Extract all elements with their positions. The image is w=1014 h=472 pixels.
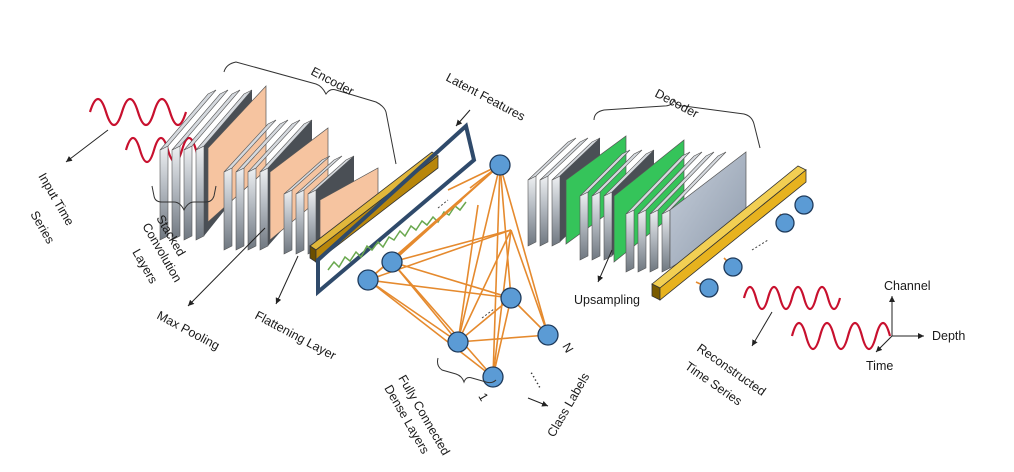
dense-node	[357, 269, 379, 291]
decoder-node	[794, 195, 814, 215]
decoder-label: Decoder	[653, 86, 701, 121]
axes-indicator	[875, 296, 924, 353]
decoder-conv-stack-3	[625, 151, 727, 273]
class-labels-label: Class Labels	[544, 371, 592, 440]
output-waves	[742, 285, 892, 351]
latent-features-label: Latent Features	[444, 70, 528, 123]
dense-nodes	[357, 154, 559, 388]
max-pooling-arrow	[187, 227, 266, 307]
dense-node	[482, 366, 504, 388]
flattening-arrow	[275, 255, 299, 305]
encoder-label: Encoder	[309, 64, 357, 98]
encoder-layers	[159, 85, 379, 255]
dense-node	[489, 154, 511, 176]
dense-brace	[437, 357, 497, 384]
axis-channel-label: Channel	[884, 279, 931, 293]
reconstructed-arrow	[751, 311, 773, 347]
upsampling-arrow	[597, 249, 613, 283]
flattening-layer-label: Flattening Layer	[253, 308, 339, 362]
decoder-layers	[527, 135, 747, 273]
ellipsis: .....	[527, 366, 551, 391]
input-wave-upper	[88, 97, 188, 127]
decoder-output-bar	[651, 165, 807, 301]
node-1-label: 1	[475, 391, 491, 404]
output-wave-upper	[742, 285, 842, 311]
decoder-nodes	[695, 195, 814, 298]
upsampling-label: Upsampling	[574, 293, 640, 307]
dense-node	[537, 324, 559, 346]
decoder-node	[775, 213, 795, 233]
axis-depth-label: Depth	[932, 329, 965, 343]
axis-time-label: Time	[866, 359, 893, 373]
encoder-brace	[223, 61, 397, 165]
decoder-node	[723, 257, 743, 277]
dense-node	[381, 251, 403, 273]
decoder-node	[699, 278, 719, 298]
output-wave-lower	[790, 321, 892, 351]
axis-time-arrow	[875, 335, 893, 353]
input-time-series-label-line2: Series	[27, 209, 57, 247]
dense-node	[500, 287, 522, 309]
dense-node	[447, 331, 469, 353]
decoder-brace	[593, 98, 761, 149]
dense-edges	[367, 164, 549, 378]
stacked-conv-brace	[151, 185, 217, 212]
latent-arrow	[455, 109, 471, 127]
node-n-label: N	[559, 341, 576, 356]
class-labels-arrow	[527, 397, 549, 407]
max-pooling-label: Max Pooling	[155, 308, 222, 353]
input-arrow	[65, 129, 109, 163]
